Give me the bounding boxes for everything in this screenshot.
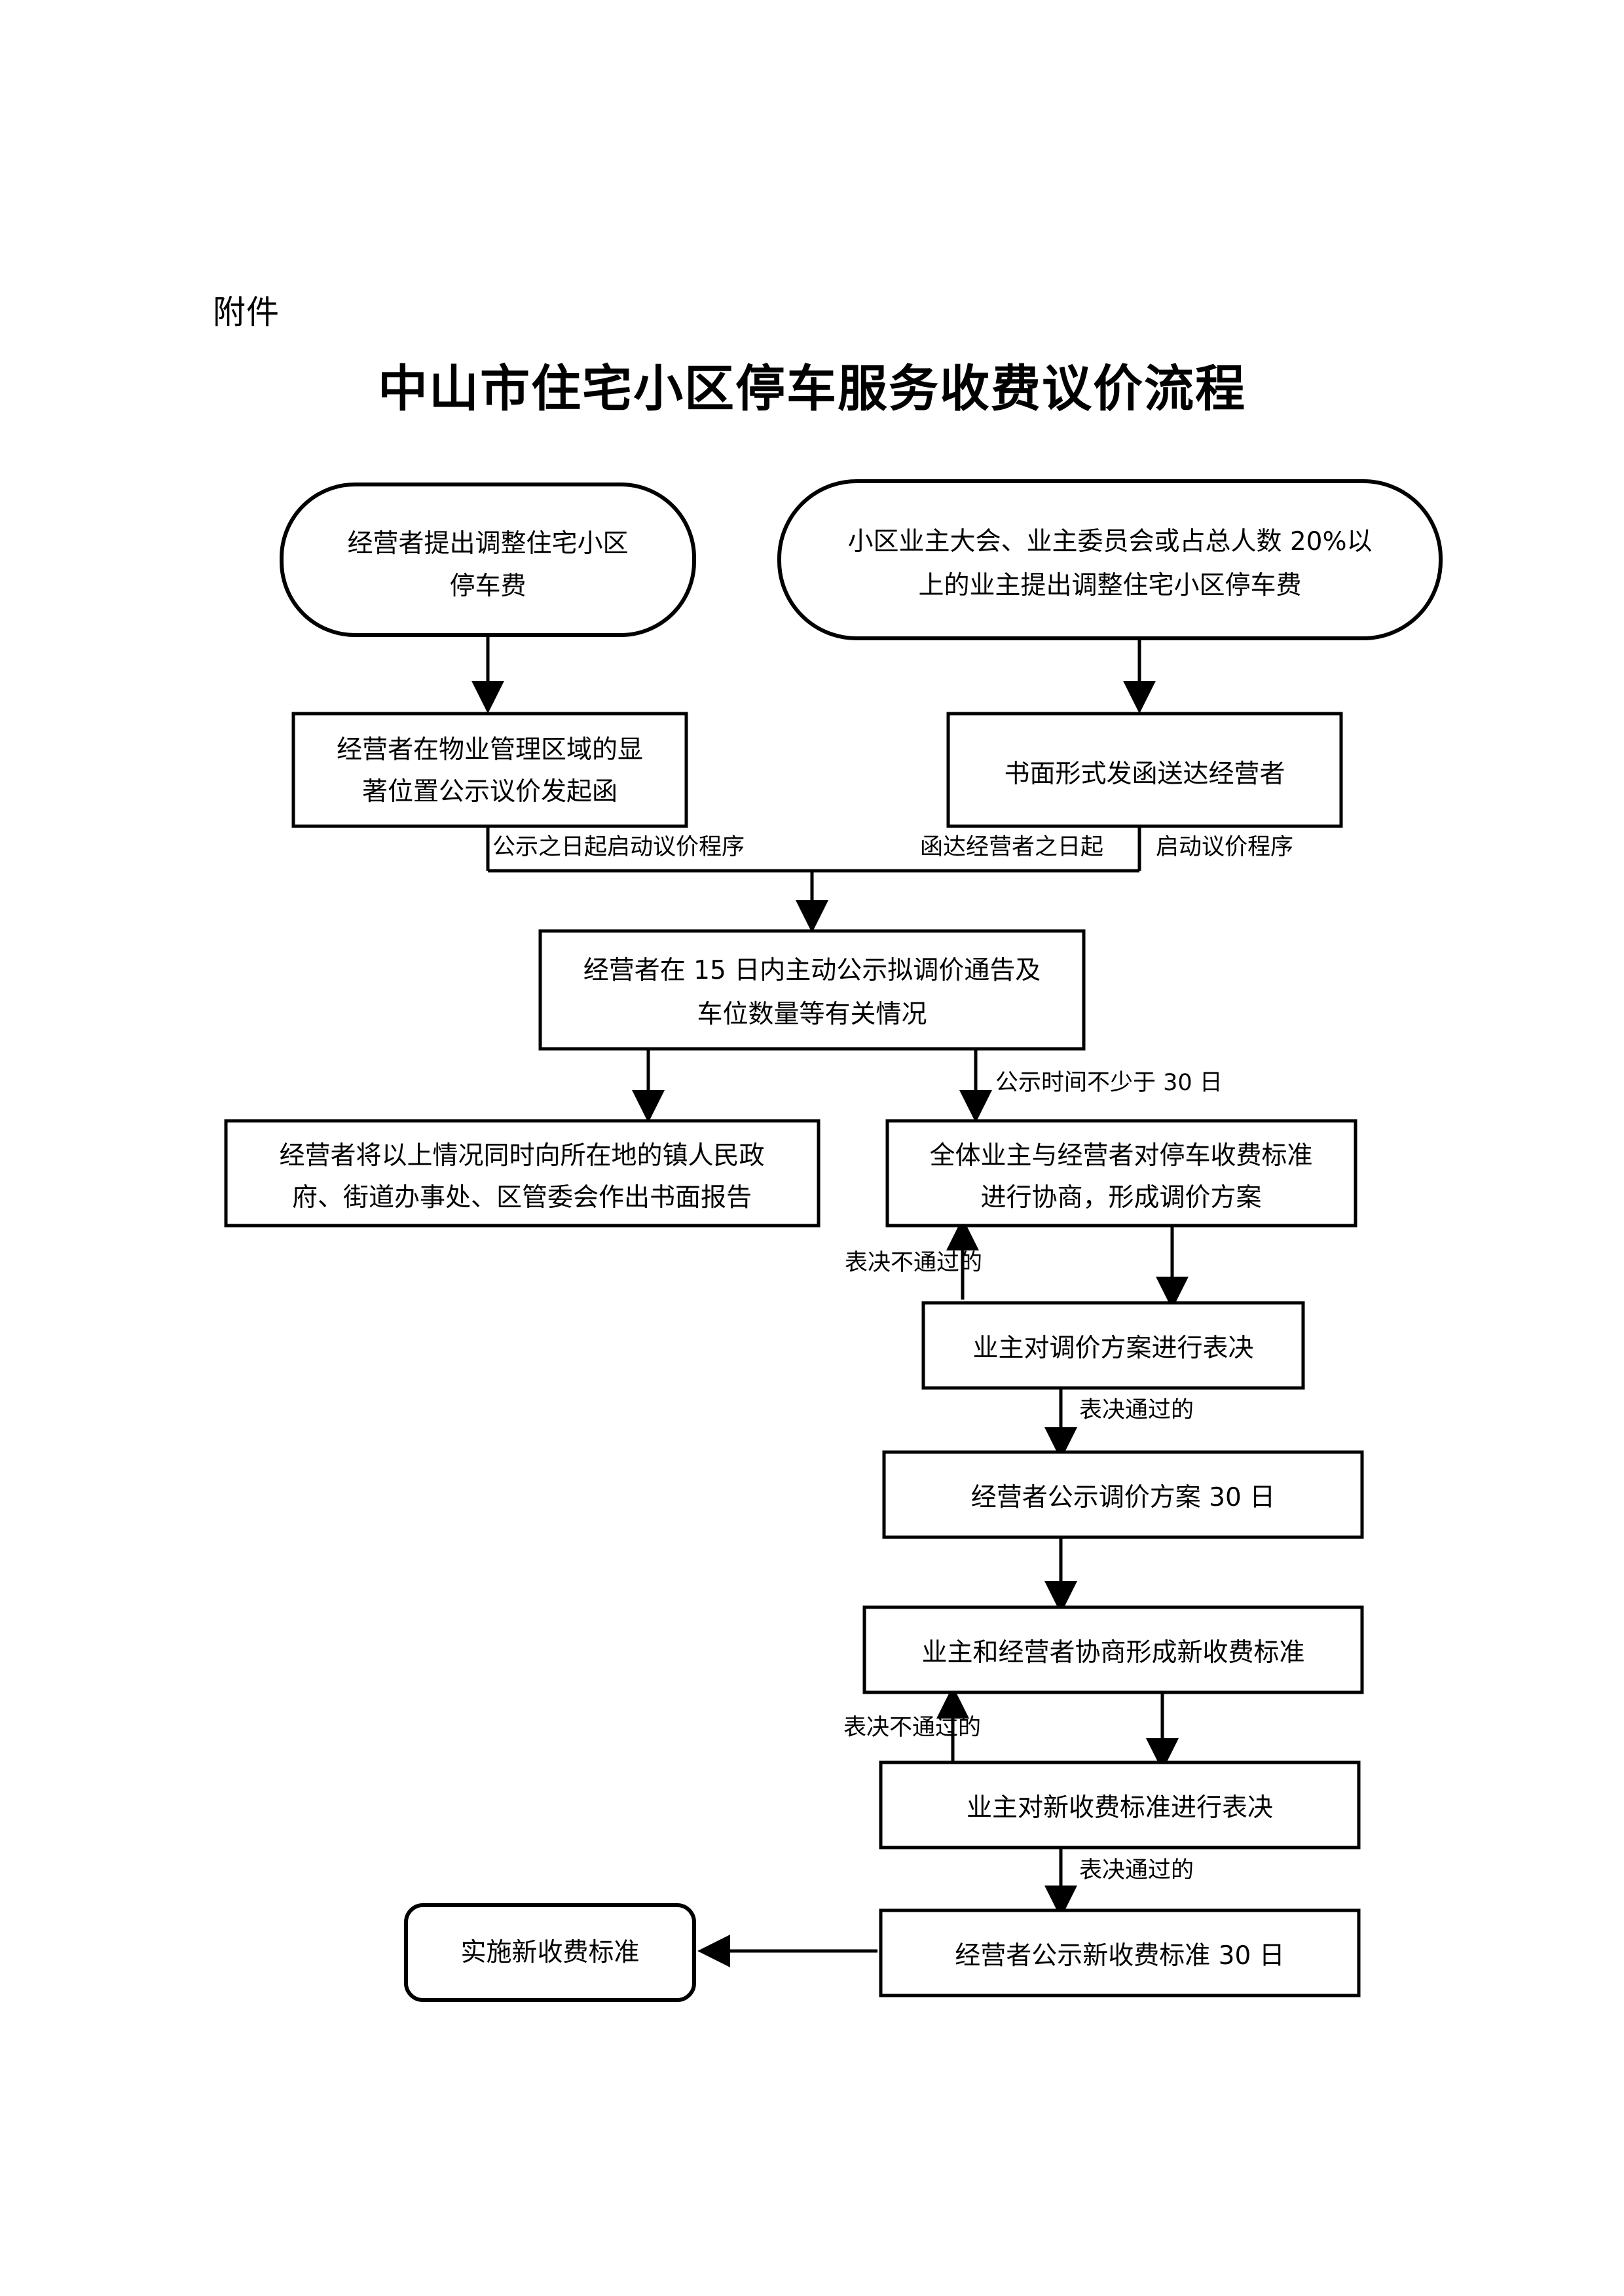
node-n2-line-2: 上的业主提出调整住宅小区停车费 [918,571,1301,600]
node-n13: 实施新收费标准 [404,1903,696,2002]
node-n13-line-1: 实施新收费标准 [460,1938,639,1967]
edge-label-8: 表决通过的 [1079,1857,1194,1884]
edge-label-7: 表决不通过的 [843,1715,981,1741]
node-n5: 经营者在 15 日内主动公示拟调价通告及 车位数量等有关情况 [538,929,1086,1051]
node-n12-line-1: 经营者公示新收费标准 30 日 [955,1941,1284,1971]
node-n3-line-1: 经营者在物业管理区域的显 [337,735,643,765]
node-n5-line-1: 经营者在 15 日内主动公示拟调价通告及 [583,956,1041,985]
node-n6-line-1: 经营者将以上情况同时向所在地的镇人民政 [279,1141,764,1171]
edge-label-3: 启动议价程序 [1156,834,1293,860]
node-n8-line-1: 业主对调价方案进行表决 [972,1334,1253,1363]
node-n6: 经营者将以上情况同时向所在地的镇人民政 府、街道办事处、区管委会作出书面报告 [224,1119,821,1228]
node-n12: 经营者公示新收费标准 30 日 [879,1908,1361,1997]
node-n11-line-1: 业主对新收费标准进行表决 [967,1793,1273,1823]
node-n6-line-2: 府、街道办事处、区管委会作出书面报告 [292,1183,752,1212]
node-n9: 经营者公示调价方案 30 日 [882,1450,1364,1539]
node-n10: 业主和经营者协商形成新收费标准 [862,1605,1364,1694]
edge-label-6: 表决通过的 [1079,1397,1194,1423]
edge-label-1: 公示之日起启动议价程序 [492,834,745,860]
node-n11: 业主对新收费标准进行表决 [879,1760,1361,1850]
node-n7-line-1: 全体业主与经营者对停车收费标准 [929,1141,1312,1171]
edge-label-4: 公示时间不少于 30 日 [995,1070,1223,1096]
node-n7: 全体业主与经营者对停车收费标准 进行协商，形成调价方案 [885,1119,1357,1228]
edge-label-2: 函达经营者之日起 [920,834,1103,860]
node-n2-line-1: 小区业主大会、业主委员会或占总人数 20%以 [847,527,1372,556]
node-n5-line-2: 车位数量等有关情况 [697,1000,927,1029]
attachment-label: 附件 [213,293,280,331]
page-title: 中山市住宅小区停车服务收费议价流程 [378,359,1246,418]
node-n3: 经营者在物业管理区域的显 著位置公示议价发起函 [291,712,688,828]
node-n2: 小区业主大会、业主委员会或占总人数 20%以 上的业主提出调整住宅小区停车费 [777,479,1443,640]
node-n8: 业主对调价方案进行表决 [921,1301,1305,1390]
node-n1: 经营者提出调整住宅小区 停车费 [280,483,696,637]
node-n3-line-2: 著位置公示议价发起函 [362,777,618,807]
node-n1-line-2: 停车费 [449,572,526,601]
node-n4: 书面形式发函送达经营者 [946,712,1343,828]
node-n7-line-2: 进行协商，形成调价方案 [980,1183,1261,1212]
edge-label-5: 表决不通过的 [845,1250,982,1276]
node-n4-line-1: 书面形式发函送达经营者 [1004,759,1285,789]
node-n1-line-1: 经营者提出调整住宅小区 [347,529,628,558]
node-n10-line-1: 业主和经营者协商形成新收费标准 [921,1638,1304,1667]
node-n9-line-1: 经营者公示调价方案 30 日 [971,1483,1275,1512]
